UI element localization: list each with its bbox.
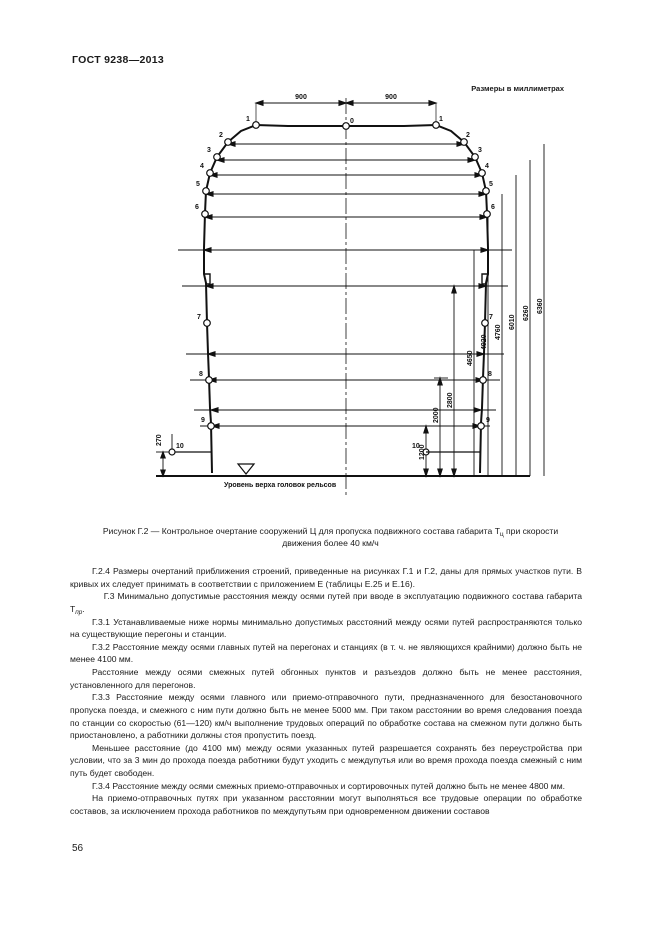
dim-4760: 4760 xyxy=(495,324,502,340)
page-header-standard: ГОСТ 9238—2013 xyxy=(72,54,165,66)
point-label-2-right: 2 xyxy=(466,132,470,139)
point-label-5-left: 5 xyxy=(196,181,200,188)
point-label-3-right: 3 xyxy=(478,147,482,154)
point-label-7-left: 7 xyxy=(197,314,201,321)
figure-caption-line1b: при скорости xyxy=(503,526,559,536)
dim-1200: 1200 xyxy=(419,444,426,460)
paragraph-g3-b: . xyxy=(82,603,85,614)
point-label-8-left: 8 xyxy=(199,371,203,378)
point-label-3-left: 3 xyxy=(207,147,211,154)
paragraph-g32: Г.3.2 Расстояние между осями главных пут… xyxy=(70,641,582,665)
dim-2000: 2000 xyxy=(433,407,440,423)
figure-caption-sub: ц xyxy=(499,531,504,538)
point-label-9-right: 9 xyxy=(486,417,490,424)
dim-2800: 2800 xyxy=(447,392,454,408)
figure-caption-line2: движения более 40 км/ч xyxy=(282,538,379,549)
paragraph-g24: Г.2.4 Размеры очертаний приближения стро… xyxy=(70,566,582,589)
paragraph-g3-sub: пр xyxy=(75,608,83,616)
body-text: Г.2.4 Размеры очертаний приближения стро… xyxy=(70,565,582,818)
paragraph-g34b: На приемо-отправочных путях при указанно… xyxy=(70,793,582,816)
figure-units-note: Размеры в миллиметрах xyxy=(471,84,564,93)
point-label-5-right: 5 xyxy=(489,181,493,188)
point-label-10-left: 10 xyxy=(176,443,184,450)
point-label-6-left: 6 xyxy=(195,204,199,211)
paragraph-g33: Г.3.3 Расстояние между осями главного ил… xyxy=(70,692,582,741)
figure-caption-line1: Рисунок Г.2 — Контрольное очертание соор… xyxy=(102,526,500,536)
point-label-0: 0 xyxy=(350,118,354,125)
dim-4650: 4650 xyxy=(467,350,474,366)
figure-g2: Размеры в миллиметрах xyxy=(60,78,620,508)
point-label-4-right: 4 xyxy=(485,163,489,170)
point-label-4-left: 4 xyxy=(200,163,204,170)
baseline-label: Уровень верха головок рельсов xyxy=(224,482,337,489)
dim-4920: 4920 xyxy=(481,334,488,350)
point-label-9-left: 9 xyxy=(201,417,205,424)
point-label-2-left: 2 xyxy=(219,132,223,139)
dim-half-width-left: 900 xyxy=(295,94,307,101)
point-label-8-right: 8 xyxy=(488,371,492,378)
point-label-1-right: 1 xyxy=(439,116,443,123)
dim-6360: 6360 xyxy=(537,298,544,314)
point-label-6-right: 6 xyxy=(491,204,495,211)
point-label-7-right: 7 xyxy=(489,314,493,321)
paragraph-g32b: Расстояние между осями смежных путей обг… xyxy=(70,667,582,690)
dim-half-width-right: 900 xyxy=(385,94,397,101)
dim-6010: 6010 xyxy=(509,314,516,330)
point-label-10-right: 10 xyxy=(412,443,420,450)
paragraph-g3-a: Г.3 Минимально допустимые расстояния меж… xyxy=(70,591,582,614)
paragraph-g31: Г.3.1 Устанавливаемые ниже нормы минимал… xyxy=(70,616,582,640)
paragraph-g33b: Меньшее расстояние (до 4100 мм) между ос… xyxy=(70,742,582,778)
dim-6260: 6260 xyxy=(523,305,530,321)
paragraph-g3: Г.3 Минимально допустимые расстояния меж… xyxy=(70,590,582,616)
figure-caption: Рисунок Г.2 — Контрольное очертание соор… xyxy=(70,525,591,550)
page-number: 56 xyxy=(72,843,84,854)
clearance-outline-drawing: 900 900 0 1 1 2 2 3 3 4 4 5 5 6 6 7 7 8 … xyxy=(156,94,545,498)
point-label-1-left: 1 xyxy=(246,116,250,123)
paragraph-g34: Г.3.4 Расстояние между осями смежных при… xyxy=(92,780,566,791)
dim-270: 270 xyxy=(156,434,163,446)
